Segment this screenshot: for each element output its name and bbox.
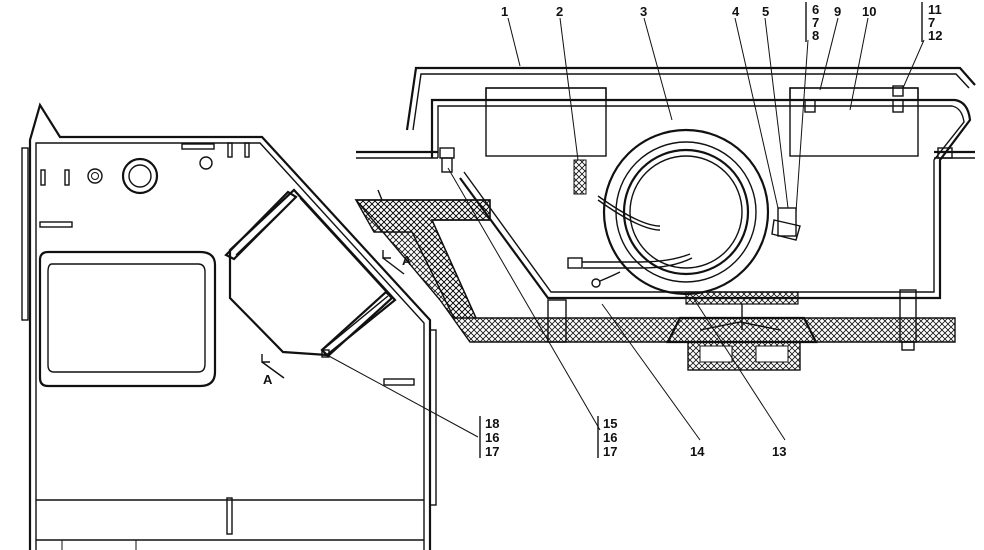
- bolt-15: [439, 147, 455, 159]
- leader-15-16-17: [447, 167, 601, 431]
- fan-scroll: [602, 128, 770, 296]
- leader-9: [819, 17, 839, 91]
- leader-4: [734, 17, 779, 209]
- cabin-side-view: A A: [21, 102, 479, 550]
- callout-7a: 7: [812, 15, 819, 30]
- callout-16a: 16: [603, 430, 617, 445]
- heater-section-view: [354, 17, 976, 441]
- callout-14: 14: [690, 444, 705, 459]
- door-hinge-strip: [21, 147, 29, 321]
- section-a-lower-label: A: [263, 372, 273, 387]
- leader-2: [559, 17, 579, 161]
- callout-7b: 7: [928, 15, 935, 30]
- hatch-seal-left: [224, 190, 298, 261]
- top-bracket: [181, 143, 215, 150]
- leader-6-7-8: [795, 39, 809, 213]
- resistor-block: [573, 159, 587, 195]
- callout-3: 3: [640, 4, 647, 19]
- callout-2: 2: [556, 4, 563, 19]
- leader-1: [507, 17, 521, 67]
- leader-5: [764, 17, 789, 209]
- callout-11: 11: [928, 2, 942, 17]
- leader-11-7-12: [902, 39, 925, 89]
- section-a-upper-line: [382, 257, 405, 275]
- callout-9: 9: [834, 4, 841, 19]
- roof-cover: [405, 66, 976, 131]
- right-edge-strip: [429, 329, 437, 506]
- connector: [567, 257, 583, 269]
- radiator: [789, 87, 919, 157]
- floor-insulation-upper: [354, 199, 491, 319]
- switch: [777, 207, 797, 237]
- callout-15: 15: [603, 416, 617, 431]
- callout-10: 10: [862, 4, 876, 19]
- standoff-left: [547, 299, 567, 343]
- filter-left: [485, 87, 607, 157]
- callout-16b: 16: [485, 430, 499, 445]
- callout-18: 18: [485, 416, 499, 431]
- slot-2: [64, 169, 70, 186]
- callout-1: 1: [501, 4, 508, 19]
- callout-6: 6: [812, 2, 819, 17]
- lower-bracket: [383, 378, 415, 386]
- leader-13: [691, 295, 786, 441]
- leader-3: [643, 17, 673, 121]
- leader-14: [601, 303, 701, 441]
- cabin-outline: [28, 102, 432, 550]
- section-a-lower-line: [261, 361, 285, 379]
- hatch-latch: [321, 349, 330, 358]
- duct-seal: [685, 291, 799, 305]
- small-port: [87, 168, 103, 184]
- fan-rotor: [622, 148, 750, 276]
- cabin-window: [38, 250, 217, 388]
- knob: [199, 156, 213, 170]
- callout-17b: 17: [485, 444, 499, 459]
- leader-10: [849, 17, 869, 111]
- callout-5: 5: [762, 4, 769, 19]
- callout-12: 12: [928, 28, 942, 43]
- callout-4: 4: [732, 4, 740, 19]
- callout-labels: 1 2 3 4 5 6 7 8 9 10 11 7 12 13 14 15 16…: [479, 2, 942, 459]
- callout-8: 8: [812, 28, 819, 43]
- leader-18-16-17: [326, 354, 479, 438]
- air-outlet: [666, 316, 818, 344]
- large-port: [121, 157, 159, 195]
- slot-1: [40, 169, 46, 186]
- hatch-seal-right: [320, 290, 394, 358]
- lower-rail: [226, 497, 233, 535]
- callout-17a: 17: [603, 444, 617, 459]
- left-handle: [39, 221, 73, 228]
- heater-housing: [430, 98, 972, 300]
- callout-13: 13: [772, 444, 786, 459]
- ring-terminal: [591, 278, 601, 288]
